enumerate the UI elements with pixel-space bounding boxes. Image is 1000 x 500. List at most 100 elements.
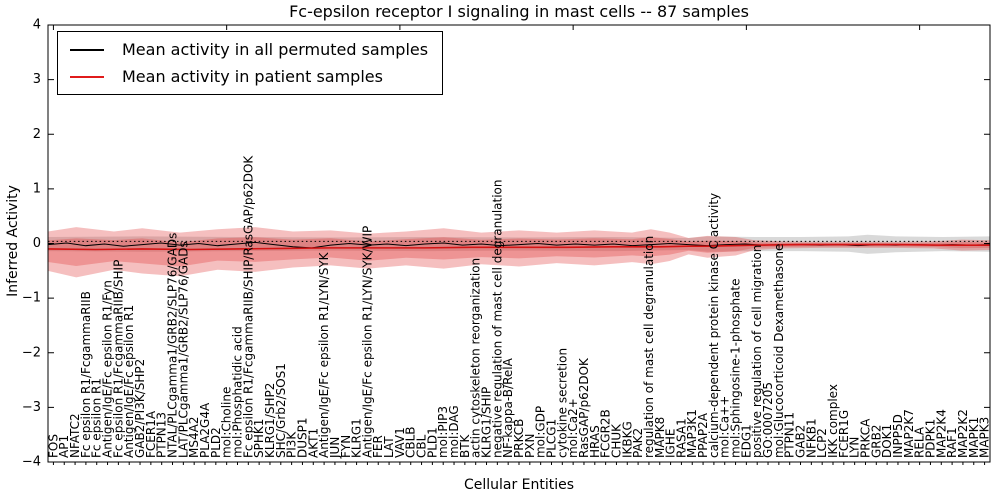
y-tick-label: −4	[22, 455, 41, 470]
x-tick-label: KLRG1/SHP2	[263, 383, 277, 458]
x-tick-label: KLRG1/SHIP	[480, 387, 494, 458]
x-tick-label: BTK	[458, 433, 472, 458]
x-tick-label: FCGR2B	[599, 409, 613, 458]
x-tick-label: NF-kappa-B/RelA	[501, 357, 515, 458]
y-tick-label: −3	[22, 400, 41, 415]
x-tick-label: Fc epsilon R1/FcgammaRIIB	[79, 291, 93, 458]
x-tick-label: PLA2G4A	[198, 402, 212, 458]
x-tick-label: MAP2K4	[934, 409, 948, 458]
legend-label: Mean activity in all permuted samples	[122, 40, 429, 59]
x-tick-label: mol:Choline	[220, 387, 234, 458]
x-tick-label: AP1	[57, 435, 71, 458]
x-tick-label: LYN	[848, 437, 862, 458]
x-tick-label: CBLB	[404, 426, 418, 458]
x-tick-label: GAB2/PI3K/SHP2	[133, 359, 147, 458]
x-tick-label: NTAL/PLCgamma1/GRB2/SLP76/GADs	[166, 233, 180, 458]
x-tick-label: PAK2	[631, 428, 645, 458]
x-tick-label: NFKB1	[804, 418, 818, 458]
y-tick-label: −2	[22, 345, 41, 360]
x-tick-label: IKBKG	[620, 421, 634, 458]
x-tick-label: Antigen/IgE/Fc epsilon R1	[122, 305, 136, 458]
x-tick-label: SPHK1	[252, 419, 266, 458]
x-tick-label: mol:Ca2+	[566, 398, 580, 458]
x-tick-label: CBL	[415, 434, 429, 458]
x-tick-label: AKT1	[306, 428, 320, 458]
x-axis-label: Cellular Entities	[463, 477, 575, 493]
series-patient-mean	[47, 243, 990, 251]
legend-item-permuted: Mean activity in all permuted samples	[70, 40, 428, 59]
x-tick-label: PTPN11	[783, 412, 797, 458]
x-tick-label: Antigen/IgE/Fc epsilon R1/Fyn	[101, 280, 115, 458]
x-tick-label: INPP5D	[891, 414, 905, 458]
x-tick-label: FCER1G	[837, 410, 851, 458]
plot-border	[47, 24, 991, 463]
x-tick-label: KLRG1	[350, 418, 364, 458]
x-tick-label: HRAS	[588, 425, 602, 458]
x-tick-label: DUSP1	[295, 417, 309, 458]
x-tick-label: RasGAP/p62DOK	[577, 357, 591, 458]
y-axis-label: Inferred Activity	[5, 185, 21, 297]
x-tick-label: PI3K	[285, 431, 299, 458]
x-tick-label: FYN	[339, 435, 353, 458]
x-tick-label: MAPK1	[967, 417, 981, 458]
x-tick-label: PLCG1	[544, 419, 558, 458]
x-tick-label: SHC/Grb2/SOS1	[274, 363, 288, 458]
legend-label: Mean activity in patient samples	[122, 67, 383, 86]
y-tick-label: 3	[33, 72, 41, 87]
x-tick-label: DOK1	[880, 424, 894, 458]
x-tick-label: LCP2	[815, 428, 829, 458]
y-tick-label: −1	[22, 291, 41, 306]
x-tick-label: PRKCA	[858, 418, 872, 458]
chart-title: Fc-epsilon receptor I signaling in mast …	[289, 2, 749, 21]
x-tick-label: mol:Ca++	[718, 396, 732, 458]
legend-line-red	[70, 75, 104, 78]
legend-line-black	[70, 48, 104, 51]
y-tick-label: 4	[33, 18, 41, 33]
x-tick-label: GRB2	[869, 424, 883, 458]
x-tick-label: Fc epsilon R1	[90, 378, 104, 458]
y-tick-label: 0	[33, 236, 41, 251]
x-tick-label: Antigen/IgE/Fc epsilon R1/LYN/SYK	[317, 251, 331, 458]
x-tick-label: mol:PIP3	[436, 406, 450, 458]
x-tick-label: mol:Phosphatidic acid	[230, 326, 244, 458]
x-tick-label: PDPK1	[923, 419, 937, 458]
x-tick-label: FER	[371, 435, 385, 458]
x-tick-label: VAV1	[393, 427, 407, 458]
x-tick-label: mol:GDP	[534, 406, 548, 458]
x-tick-label: PLD2	[209, 427, 223, 458]
x-tick-label: PRKCB	[512, 419, 526, 458]
x-tick-label: FOS	[46, 434, 60, 458]
patient-std-band	[48, 227, 990, 278]
x-tick-label: EDG1	[739, 424, 753, 458]
x-tick-label: Antigen/IgE/Fc epsilon R1/LYN/SYK/WIP	[360, 226, 374, 458]
x-tick-label: IGHE	[664, 429, 678, 458]
x-tick-label: mol:DAG	[447, 405, 461, 458]
x-tick-label: MAP3K1	[685, 409, 699, 458]
x-tick-label: actin cytoskeleton reorganization	[469, 258, 483, 458]
x-tick-label: NFATC2	[68, 413, 82, 458]
x-tick-label: LAT	[382, 436, 396, 458]
x-tick-label: MAPK3	[978, 417, 992, 458]
y-tick-label: 2	[33, 127, 41, 142]
x-tick-label: PTPN13	[155, 412, 169, 458]
x-tick-label: MAP2K7	[902, 409, 916, 458]
x-tick-label: JUN	[328, 437, 342, 459]
x-tick-label: CHUK	[609, 423, 623, 458]
x-tick-label: GO:0007205	[761, 382, 775, 458]
legend: Mean activity in all permuted samples Me…	[57, 31, 444, 95]
x-tick-label: PXN	[523, 434, 537, 458]
x-tick-label: mol:Glucocorticoid Dexamethasone	[772, 244, 786, 458]
x-tick-label: PPAP2A	[696, 412, 710, 458]
x-tick-label: mol:Sphingosine-1-phosphate	[729, 279, 743, 459]
x-tick-label: MS4A2	[187, 417, 201, 458]
x-tick-label: MAPK8	[653, 417, 667, 458]
x-tick-label: RAF1	[945, 427, 959, 458]
x-tick-label: Fc epsilon R1/FcgammaRIIB/SHIP/RasGAP/p6…	[241, 155, 255, 458]
legend-item-patient: Mean activity in patient samples	[70, 67, 428, 86]
x-tick-label: regulation of mast cell degranulation	[642, 236, 656, 458]
x-tick-label: cytokine secretion	[555, 348, 569, 458]
x-tick-label: Fc epsilon R1/FcgammaRIIB/SHIP	[111, 260, 125, 458]
x-tick-label: positive regulation of cell migration	[750, 245, 764, 458]
